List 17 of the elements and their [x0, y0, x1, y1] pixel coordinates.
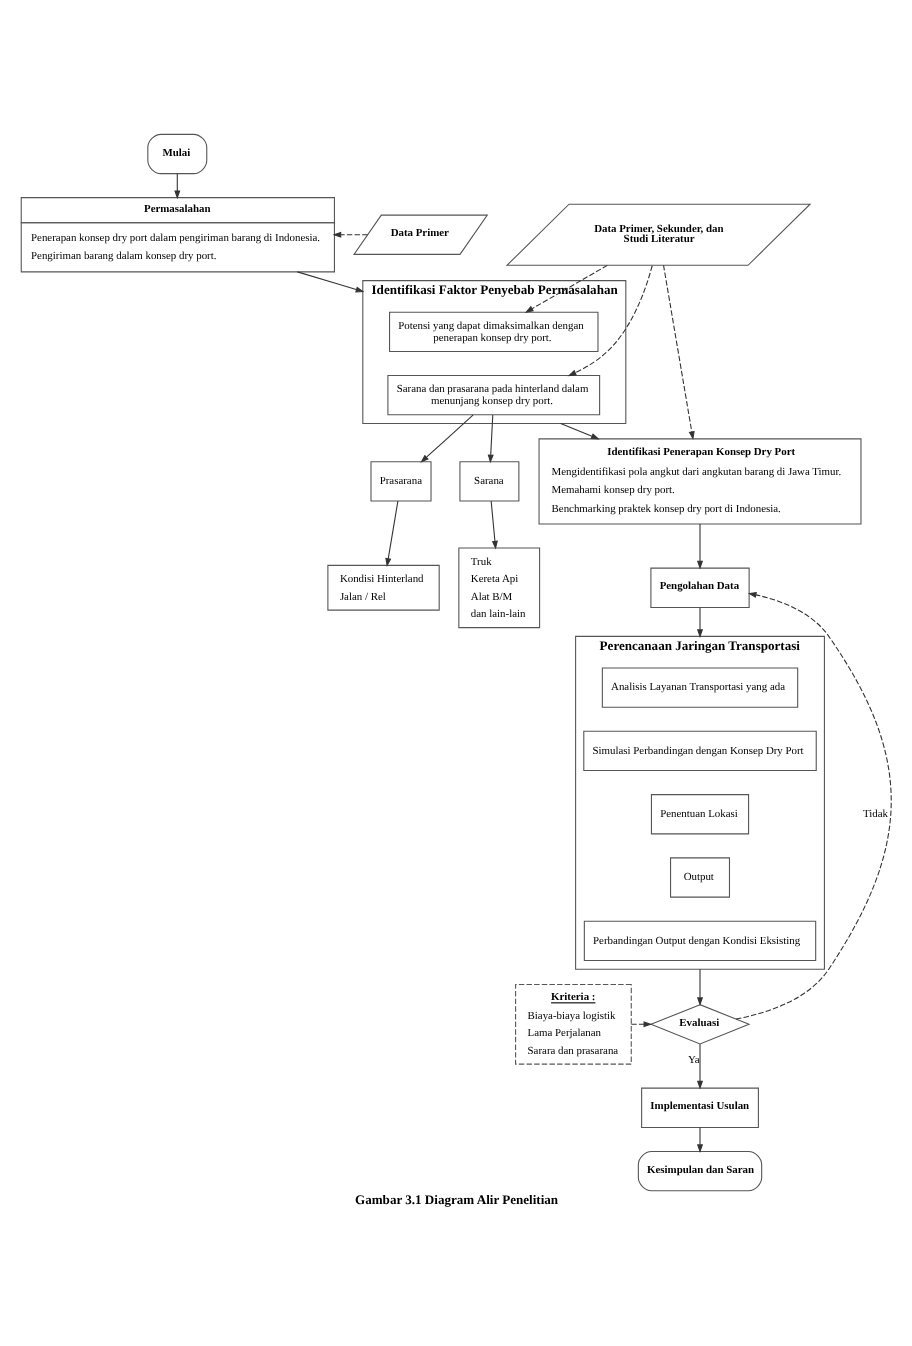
arrow [332, 230, 369, 237]
arrow [735, 590, 892, 1019]
arrow [696, 1042, 704, 1089]
arrow [296, 270, 365, 292]
arrow [385, 499, 399, 566]
arrow [560, 422, 600, 439]
arrow [630, 1020, 653, 1027]
arrow [696, 522, 704, 569]
arrow [420, 413, 474, 462]
arrow [696, 1126, 704, 1153]
arrow [663, 263, 695, 440]
arrow [524, 263, 608, 312]
arrow [696, 606, 704, 637]
arrow [567, 264, 653, 376]
arrow [696, 967, 704, 1006]
arrow [487, 413, 494, 463]
arrow [490, 499, 498, 549]
